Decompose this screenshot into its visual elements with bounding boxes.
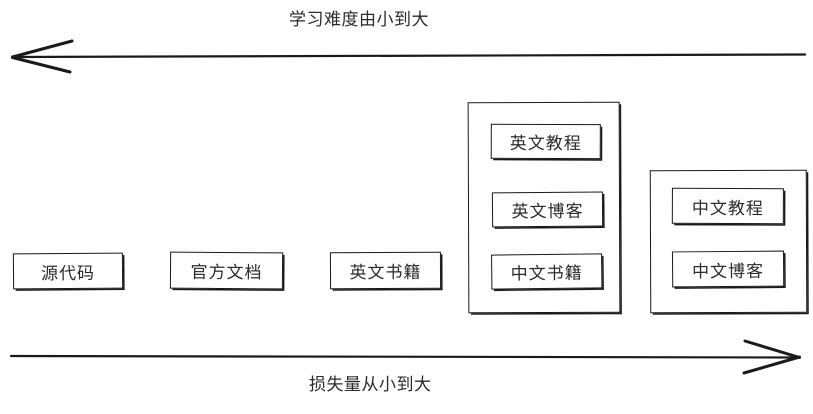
node-chinese-books[interactable]: 中文书籍 — [491, 253, 603, 290]
node-label: 官方文档 — [190, 262, 263, 283]
node-source-code[interactable]: 源代码 — [12, 252, 124, 290]
node-label: 源代码 — [40, 263, 96, 283]
node-label: 中文博客 — [692, 261, 765, 281]
node-english-tutorial[interactable]: 英文教程 — [490, 123, 601, 160]
node-label: 英文教程 — [509, 133, 582, 154]
node-english-blog[interactable]: 英文博客 — [491, 191, 604, 228]
node-label: 中文教程 — [691, 198, 764, 218]
group-english-materials: 英文教程 英文博客 中文书籍 — [467, 101, 621, 314]
node-chinese-blog[interactable]: 中文博客 — [671, 250, 785, 288]
node-chinese-tutorial[interactable]: 中文教程 — [671, 187, 784, 225]
group-chinese-materials: 中文教程 中文博客 — [649, 169, 808, 314]
node-label: 中文书籍 — [510, 263, 583, 284]
arrow-left-icon — [11, 39, 807, 74]
node-english-books[interactable]: 英文书籍 — [329, 251, 442, 290]
node-label: 英文书籍 — [349, 262, 422, 283]
arrow-right-icon — [9, 339, 801, 375]
top-axis-label: 学习难度由小到大 — [289, 10, 429, 29]
bottom-axis-label: 损失量从小到大 — [309, 375, 432, 394]
node-label: 英文博客 — [511, 201, 584, 222]
node-official-docs[interactable]: 官方文档 — [169, 251, 284, 290]
